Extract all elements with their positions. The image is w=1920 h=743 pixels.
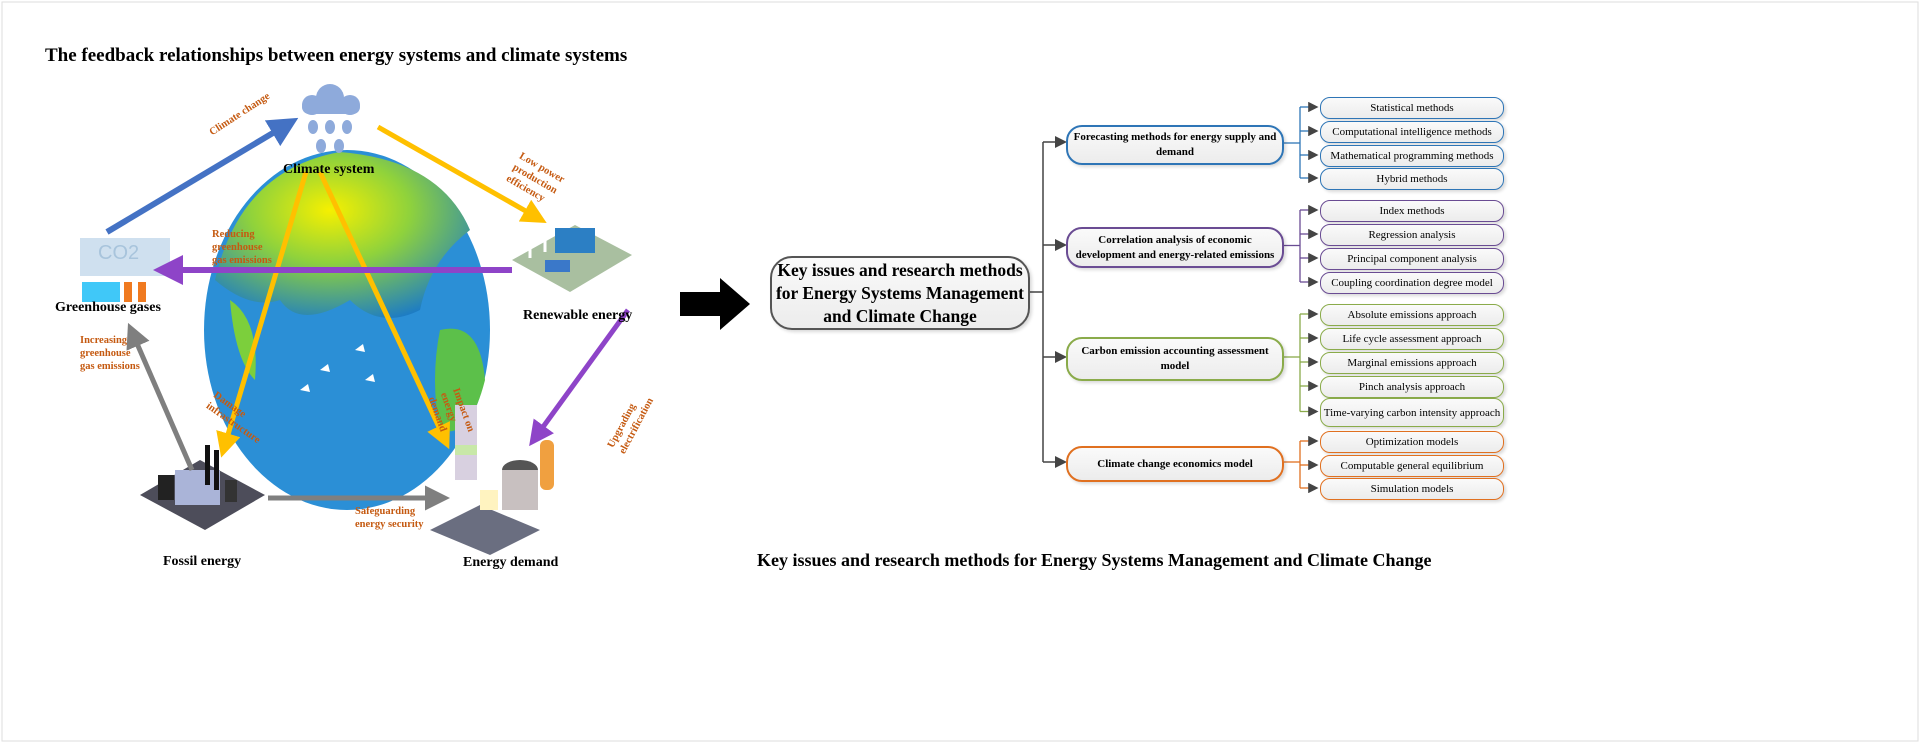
globe-illustration (204, 150, 490, 510)
method-item: Optimization models (1320, 431, 1504, 453)
label-line: energy security (355, 519, 424, 530)
renewable-energy-plant-icon (512, 225, 632, 292)
label-line: greenhouse (212, 242, 263, 253)
method-item: Computational intelligence methods (1320, 121, 1504, 143)
tree-connectors (1026, 136, 1067, 468)
method-item: Principal component analysis (1320, 248, 1504, 270)
method-item: Marginal emissions approach (1320, 352, 1504, 374)
fossil-power-plant-icon (140, 445, 265, 530)
energy-demand-industry-icon (430, 405, 554, 555)
arrow-climate-change (105, 117, 299, 235)
method-item: Statistical methods (1320, 97, 1504, 119)
method-item: Hybrid methods (1320, 168, 1504, 190)
right-panel-caption: Key issues and research methods for Ener… (757, 550, 1432, 570)
label-line: Safeguarding (355, 506, 416, 517)
cloud-rain-icon (302, 84, 360, 153)
arrow-upgrading-electrification (529, 308, 631, 447)
arrow-low-power (376, 124, 547, 223)
label-line: gas emissions (212, 255, 272, 266)
node-energy-demand: Energy demand (463, 555, 559, 570)
leaf-connectors (1284, 101, 1319, 494)
method-item: Absolute emissions approach (1320, 304, 1504, 326)
branch-box: Correlation analysis of economic develop… (1066, 227, 1284, 268)
node-renewable-energy: Renewable energy (523, 308, 633, 323)
co2-factory-icon (80, 238, 170, 302)
label-line: greenhouse (80, 348, 131, 359)
label-line: gas emissions (80, 361, 140, 372)
arrow-impact-energy-demand (317, 170, 450, 450)
method-item: Life cycle assessment approach (1320, 328, 1504, 350)
node-greenhouse-gases: Greenhouse gases (55, 300, 161, 315)
left-panel-title: The feedback relationships between energ… (45, 45, 628, 66)
arrow-damage-infrastructure (216, 171, 309, 458)
arrow-increasing-emissions (126, 322, 195, 471)
label-line: Reducing (212, 229, 255, 240)
method-item: Index methods (1320, 200, 1504, 222)
method-item: Mathematical programming methods (1320, 145, 1504, 167)
node-fossil-energy: Fossil energy (163, 554, 242, 569)
method-item: Computable general equilibrium (1320, 455, 1504, 477)
branch-box: Climate change economics model (1066, 446, 1284, 482)
node-climate-system: Climate system (283, 162, 375, 177)
method-item: Regression analysis (1320, 224, 1504, 246)
label-safeguarding: Safeguarding energy security (355, 505, 424, 531)
branch-box: Carbon emission accounting assessment mo… (1066, 337, 1284, 381)
method-item: Pinch analysis approach (1320, 376, 1504, 398)
big-right-arrow (680, 278, 750, 330)
co2-icon-text: CO2 (98, 242, 140, 264)
method-item: Simulation models (1320, 478, 1504, 500)
label-line: Increasing (80, 335, 128, 346)
label-reducing-emissions: Reducing greenhouse gas emissions (212, 228, 272, 267)
branch-box: Forecasting methods for energy supply an… (1066, 125, 1284, 165)
method-item: Time-varying carbon intensity approach (1320, 398, 1504, 427)
central-topic-box: Key issues and research methods for Ener… (770, 256, 1030, 330)
method-item: Coupling coordination degree model (1320, 272, 1504, 294)
label-increasing-emissions: Increasing greenhouse gas emissions (80, 334, 140, 373)
